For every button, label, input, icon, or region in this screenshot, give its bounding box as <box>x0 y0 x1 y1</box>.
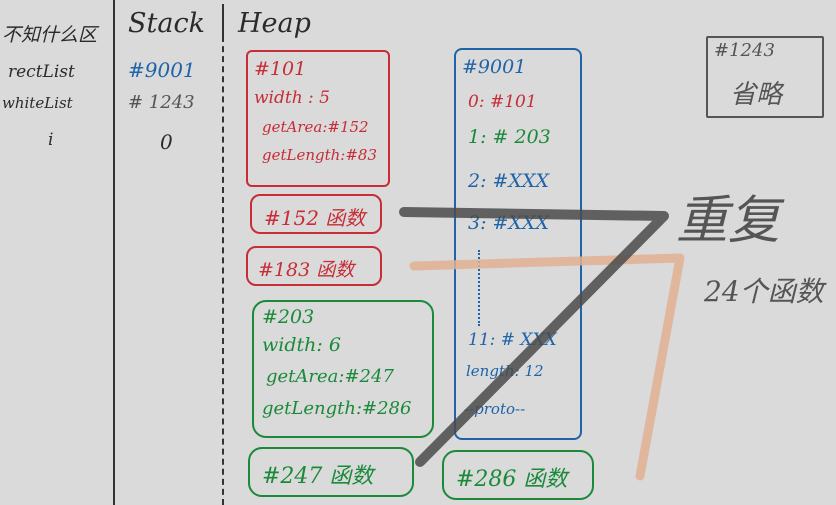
array-item-2: 2: #XXX <box>468 170 550 192</box>
array-item-1: 1: # 203 <box>468 126 551 148</box>
object-203-id: #203 <box>262 306 315 328</box>
object-101-getarea: getArea:#152 <box>262 118 369 136</box>
separator-left <box>113 0 115 505</box>
peach-stroke <box>409 253 685 481</box>
heap-object-203: #203 width: 6 getArea:#247 getLength:#28… <box>252 300 434 438</box>
column-heap-header: Heap <box>238 8 311 39</box>
column-stack-header: Stack <box>128 8 205 39</box>
annotation-count: 24个函数 <box>704 275 824 308</box>
function-247-label: #247 函数 <box>262 464 374 489</box>
object-101-getlength: getLength:#83 <box>262 146 378 164</box>
annotation-repeat: 重复 <box>676 191 781 251</box>
heap-function-183: #183 函数 <box>246 246 382 286</box>
heap-object-1243: #1243 省略 <box>706 36 824 118</box>
separator-heap-dashed <box>222 36 224 505</box>
var-name-rectlist: rectList <box>8 62 75 82</box>
array-item-0: 0: #101 <box>468 92 537 112</box>
stack-value-whitelist: # 1243 <box>128 92 195 113</box>
heap-object-101: #101 width : 5 getArea:#152 getLength:#8… <box>246 50 390 187</box>
array-9001-id: #9001 <box>462 56 527 78</box>
object-203-getlength: getLength:#286 <box>262 398 412 419</box>
var-name-whitelist: whiteList <box>2 94 73 112</box>
stack-value-rectlist: #9001 <box>128 58 196 82</box>
object-203-width: width: 6 <box>262 334 341 356</box>
object-101-width: width : 5 <box>254 88 331 108</box>
heap-function-247: #247 函数 <box>248 447 414 497</box>
object-1243-id: #1243 <box>714 40 775 61</box>
object-101-id: #101 <box>254 58 307 80</box>
object-203-getarea: getArea:#247 <box>266 366 394 387</box>
heap-function-286: #286 函数 <box>442 450 594 500</box>
object-1243-note: 省略 <box>730 80 783 110</box>
function-152-label: #152 函数 <box>264 206 366 230</box>
function-183-label: #183 函数 <box>258 259 355 281</box>
array-ellipsis-dots <box>478 250 480 326</box>
column-unknown-header: 不知什么区 <box>2 24 98 46</box>
heap-function-152: #152 函数 <box>250 194 382 234</box>
separator-mid-top <box>222 4 224 38</box>
stack-value-i: 0 <box>160 130 173 154</box>
gray-stroke <box>399 207 669 467</box>
var-name-i: i <box>48 130 54 150</box>
function-286-label: #286 函数 <box>456 467 568 492</box>
